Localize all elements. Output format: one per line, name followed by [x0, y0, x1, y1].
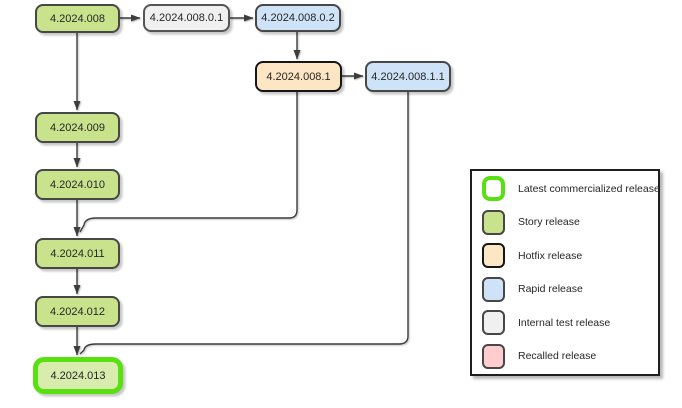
- legend-row-latest: Latest commercialized release: [482, 172, 660, 206]
- node-4-2024-011: 4.2024.011: [35, 238, 120, 269]
- node-4-2024-012: 4.2024.012: [35, 296, 120, 327]
- edge-008-1-1-to-013-merge: [79, 92, 409, 355]
- legend-label: Story release: [518, 216, 580, 229]
- legend-row-story: Story release: [482, 206, 658, 240]
- legend-label: Recalled release: [518, 350, 597, 363]
- node-4-2024-008-0-2: 4.2024.008.0.2: [255, 4, 341, 32]
- rapid-release-swatch: [482, 276, 505, 302]
- edge-008-1-to-011-merge: [79, 92, 298, 233]
- node-4-2024-008-0-1: 4.2024.008.0.1: [143, 4, 230, 32]
- legend-label: Latest commercialized release: [518, 182, 660, 195]
- recalled-release-swatch: [482, 343, 505, 369]
- legend-row-rapid: Rapid release: [482, 273, 658, 307]
- node-4-2024-008-1: 4.2024.008.1: [255, 61, 342, 92]
- latest-commercialized-swatch: [482, 176, 505, 202]
- legend: Latest commercialized release Story rele…: [470, 169, 660, 376]
- story-release-swatch: [482, 209, 505, 235]
- legend-label: Internal test release: [518, 316, 611, 329]
- node-4-2024-010: 4.2024.010: [35, 169, 120, 200]
- node-4-2024-008-1-1: 4.2024.008.1.1: [365, 61, 451, 92]
- internal-test-release-swatch: [482, 310, 505, 336]
- legend-label: Hotfix release: [518, 249, 583, 262]
- legend-row-hotfix: Hotfix release: [482, 239, 658, 273]
- node-4-2024-013-latest: 4.2024.013: [33, 357, 123, 394]
- legend-row-recalled: Recalled release: [482, 340, 658, 374]
- node-4-2024-009: 4.2024.009: [35, 112, 120, 143]
- hotfix-release-swatch: [482, 243, 505, 269]
- legend-row-internal-test: Internal test release: [482, 306, 658, 340]
- node-4-2024-008: 4.2024.008: [35, 4, 120, 33]
- legend-label: Rapid release: [518, 283, 583, 296]
